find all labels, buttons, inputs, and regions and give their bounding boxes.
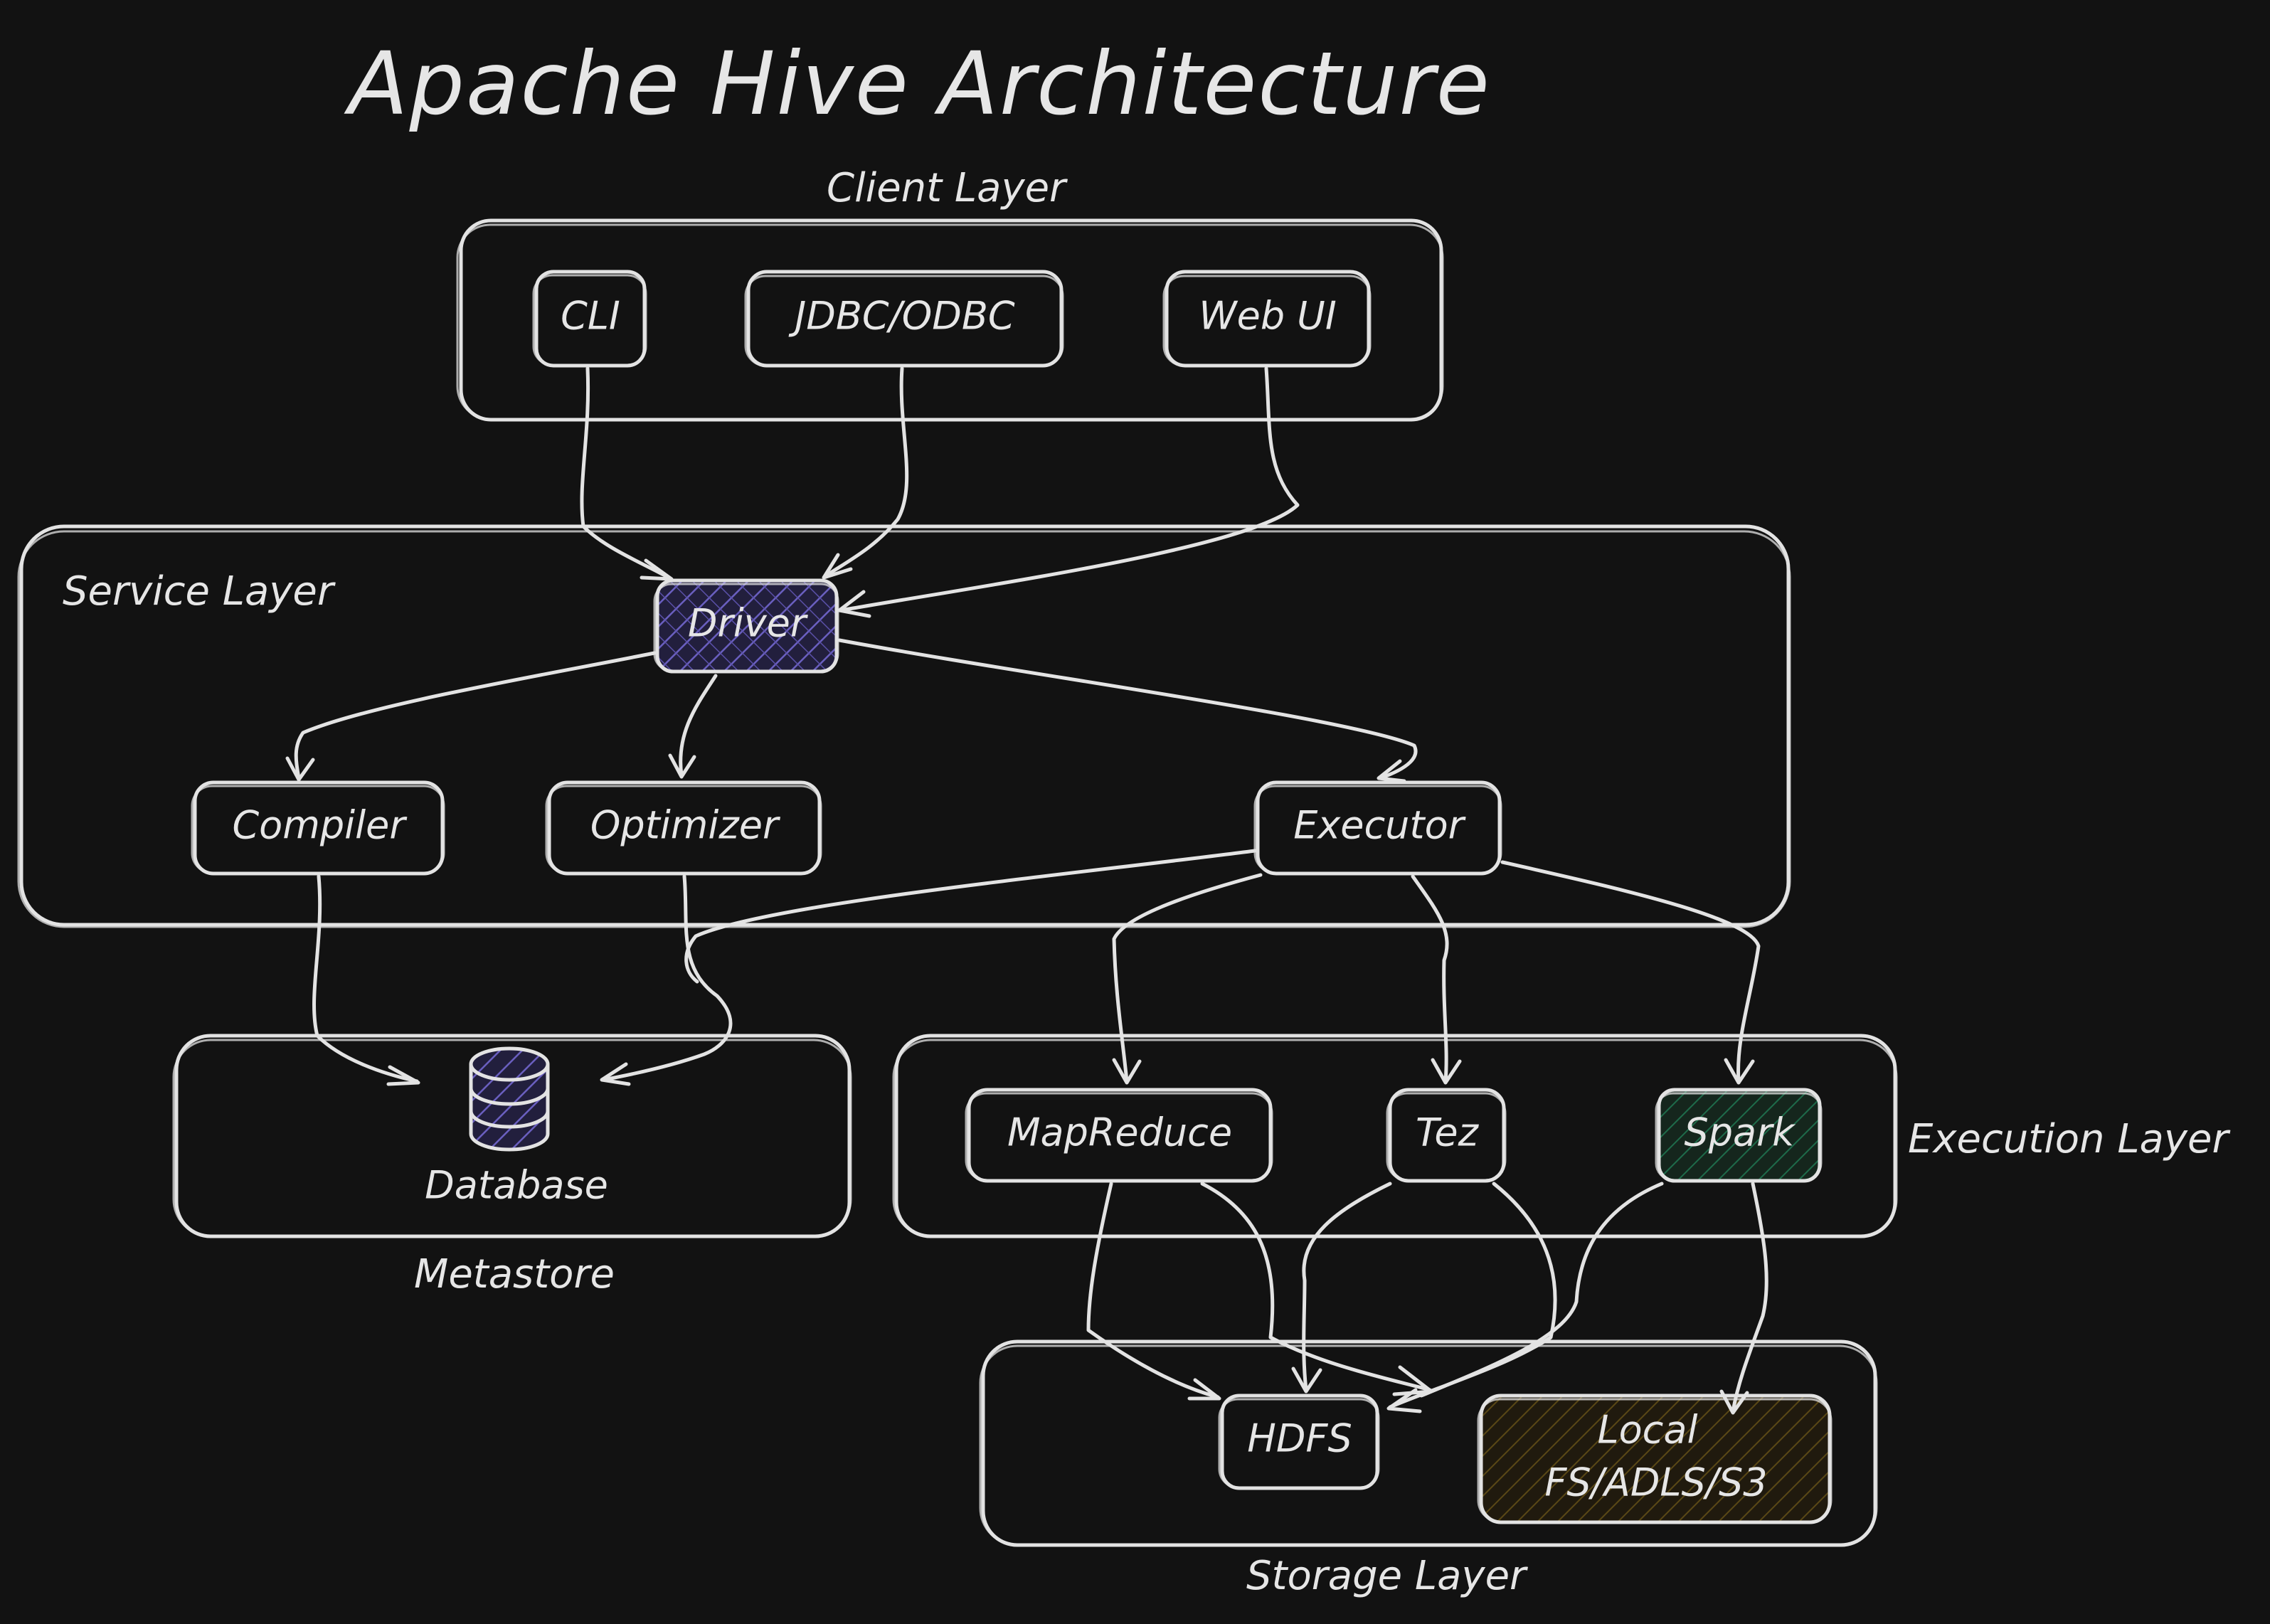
cli-label: CLI	[561, 294, 620, 339]
arrow-spark-to-hdfs	[1419, 1182, 1664, 1398]
optimizer-node[interactable]: Optimizer	[545, 780, 822, 876]
arrow-compiler-to-database	[312, 874, 420, 1086]
optimizer-label: Optimizer	[590, 803, 780, 848]
arrow-spark-to-local	[1719, 1182, 1768, 1415]
compiler-label: Compiler	[232, 803, 407, 848]
arrow-mapreduce-to-storage	[1200, 1182, 1433, 1396]
database-icon	[469, 1046, 550, 1152]
metastore-label: Metastore	[414, 1251, 615, 1297]
mapreduce-node[interactable]: MapReduce	[965, 1088, 1273, 1183]
diagram-title: Apache Hive Architecture	[344, 33, 1491, 134]
arrow-cli-to-driver	[580, 366, 674, 581]
storage-layer-container	[979, 1339, 1878, 1547]
driver-label: Driver	[688, 601, 808, 646]
local-fs-label-line1: Local	[1598, 1408, 1698, 1453]
service-layer-container	[17, 524, 1791, 928]
executor-label: Executor	[1293, 803, 1465, 848]
hdfs-label: HDFS	[1247, 1416, 1352, 1461]
jdbc-odbc-node[interactable]: JDBC/ODBC	[744, 270, 1064, 368]
web-ui-label: Web UI	[1199, 294, 1337, 339]
execution-layer-container	[892, 1034, 1898, 1238]
arrow-jdbc-to-driver	[822, 366, 909, 580]
tez-node[interactable]: Tez	[1386, 1088, 1507, 1183]
mapreduce-label: MapReduce	[1007, 1110, 1232, 1155]
arrow-executor-to-spark	[1500, 860, 1761, 1085]
local-fs-node[interactable]: Local FS/ADLS/S3	[1477, 1394, 1833, 1524]
spark-label: Spark	[1684, 1110, 1796, 1155]
spark-node[interactable]: Spark	[1655, 1088, 1823, 1183]
cli-node[interactable]: CLI	[532, 270, 647, 368]
tez-label: Tez	[1416, 1110, 1480, 1155]
arrow-driver-to-executor	[837, 638, 1418, 783]
client-layer-container	[456, 218, 1444, 422]
compiler-node[interactable]: Compiler	[191, 780, 445, 876]
jdbc-odbc-label: JDBC/ODBC	[788, 294, 1015, 339]
arrow-executor-to-tez	[1411, 874, 1462, 1085]
arrow-optimizer-to-database	[600, 874, 733, 1086]
arrow-executor-to-mapreduce	[1112, 873, 1263, 1085]
execution-layer-label: Execution Layer	[1908, 1116, 2230, 1162]
hdfs-node[interactable]: HDFS	[1218, 1394, 1380, 1490]
local-fs-label-line2: FS/ADLS/S3	[1544, 1460, 1767, 1505]
client-layer-label: Client Layer	[827, 165, 1068, 211]
storage-layer-label: Storage Layer	[1246, 1553, 1528, 1599]
service-layer-label: Service Layer	[63, 568, 336, 615]
metastore-container	[172, 1034, 852, 1238]
arrow-tez-to-hdfs	[1291, 1182, 1392, 1394]
arrow-webui-to-driver	[837, 366, 1300, 618]
executor-node[interactable]: Executor	[1253, 780, 1502, 876]
arrow-mapreduce-to-hdfs	[1086, 1182, 1221, 1401]
arrow-driver-to-compiler	[285, 651, 657, 782]
driver-node[interactable]: Driver	[653, 578, 839, 674]
database-label: Database	[425, 1163, 608, 1208]
web-ui-node[interactable]: Web UI	[1162, 270, 1372, 368]
arrow-driver-to-optimizer	[668, 674, 718, 779]
arrow-executor-to-database	[684, 849, 1257, 984]
